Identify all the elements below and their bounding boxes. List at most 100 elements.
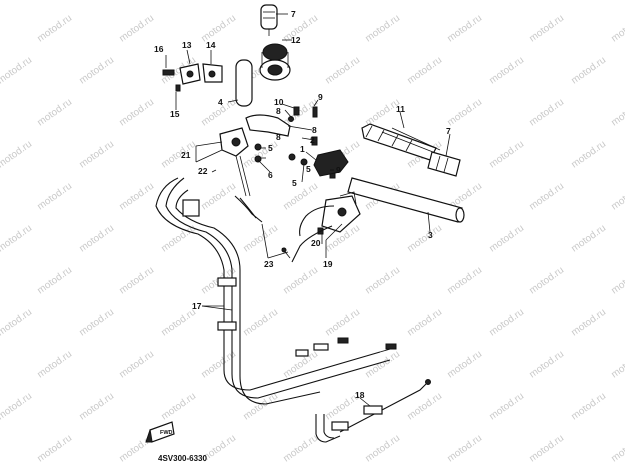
callout-4: 4 [218, 97, 223, 107]
watermark-text: motod.ru [569, 139, 608, 171]
callout-21: 21 [181, 150, 191, 160]
watermark-text: motod.ru [569, 223, 608, 255]
callout-5c: 5 [306, 164, 311, 174]
watermark-text: motod.ru [445, 433, 484, 465]
watermark-text: motod.ru [569, 391, 608, 423]
watermark-text: motod.ru [35, 433, 74, 465]
watermark-text: motod.ru [35, 97, 74, 129]
callout-7a: 7 [291, 9, 296, 19]
callout-18: 18 [355, 390, 365, 400]
watermark-text: motod.ru [35, 265, 74, 297]
watermark-text: motod.ru [609, 13, 625, 45]
watermark-text: motod.ru [527, 349, 566, 381]
callout-3: 3 [428, 230, 433, 240]
callout-14: 14 [206, 40, 216, 50]
watermark-text: motod.ru [363, 265, 402, 297]
watermark-text: motod.ru [445, 97, 484, 129]
callout-5a: 5 [268, 143, 273, 153]
clutch-cable [315, 379, 431, 443]
watermark-text: motod.ru [487, 139, 526, 171]
watermark-text: motod.ru [0, 55, 34, 87]
wiring [234, 195, 335, 263]
leader-lines [165, 13, 451, 407]
callout-2: 2 [310, 135, 315, 145]
watermark-text: motod.ru [487, 307, 526, 339]
watermark-text: motod.ru [363, 349, 402, 381]
callout-9b: 9 [336, 165, 341, 175]
callout-labels: 7 12 16 13 14 15 4 10 8 9 8 11 7 5 1 2 9… [154, 9, 451, 400]
master-cylinder-bracket [219, 127, 251, 197]
watermark-text: motod.ru [159, 0, 198, 2]
watermark-text: motod.ru [323, 55, 362, 87]
watermark-text: motod.ru [527, 97, 566, 129]
watermark-text: motod.ru [609, 433, 625, 465]
watermark-text: motod.ru [241, 223, 280, 255]
watermark-text: motod.ru [569, 55, 608, 87]
watermark-text: motod.ru [527, 433, 566, 465]
watermark-text: motod.ru [609, 97, 625, 129]
watermark-text: motod.ru [487, 55, 526, 87]
callout-13: 13 [182, 40, 192, 50]
callout-1: 1 [300, 144, 305, 154]
watermark-text: motod.ru [405, 391, 444, 423]
callout-8b: 8 [312, 125, 317, 135]
grip-end-top [260, 4, 278, 36]
watermark-text: motod.ru [527, 13, 566, 45]
callout-16: 16 [154, 44, 164, 54]
forward-arrow-icon: FWD [145, 421, 175, 443]
watermark-text: motod.ru [323, 0, 362, 2]
throttle-housing [313, 149, 349, 177]
grip [361, 123, 441, 161]
watermark-text: motod.ru [487, 391, 526, 423]
watermark-text: motod.ru [35, 349, 74, 381]
watermark-text: motod.ru [77, 55, 116, 87]
watermark-text: motod.ru [445, 349, 484, 381]
small-bolts [254, 143, 308, 166]
callout-15: 15 [170, 109, 180, 119]
callout-19: 19 [323, 259, 333, 269]
watermark-text: motod.ru [159, 391, 198, 423]
watermark-text: motod.ru [35, 181, 74, 213]
handlebar-clamp [245, 106, 336, 179]
watermark-text: motod.ru [117, 97, 156, 129]
grip-end-right [427, 151, 461, 177]
watermark-text: motod.ru [77, 307, 116, 339]
watermark-text: motod.ru [0, 307, 34, 339]
watermark-text: motod.ru [0, 139, 34, 171]
callout-9a: 9 [318, 92, 323, 102]
callout-12: 12 [291, 35, 301, 45]
callout-7b: 7 [446, 126, 451, 136]
watermark-text: motod.ru [117, 181, 156, 213]
watermark-text: motod.ru [445, 13, 484, 45]
watermark-text: motod.ru [117, 13, 156, 45]
watermark-text: motod.ru [77, 391, 116, 423]
watermark-text: motod.ru [487, 223, 526, 255]
callout-10: 10 [274, 97, 284, 107]
callout-5b: 5 [292, 178, 297, 188]
watermark-text: motod.ru [487, 0, 526, 2]
watermark-text: motod.ru [241, 391, 280, 423]
callout-11: 11 [396, 104, 405, 114]
watermark-text: motod.ru [609, 349, 625, 381]
callout-6: 6 [268, 170, 273, 180]
watermark-text: motod.ru [0, 223, 34, 255]
watermark-text: motod.ru [117, 349, 156, 381]
watermark-text: motod.ru [281, 265, 320, 297]
watermark-text: motod.ru [0, 0, 34, 2]
watermark-text: motod.ru [0, 391, 34, 423]
watermark-text: motod.ru [159, 139, 198, 171]
watermark-text: motod.ru [323, 307, 362, 339]
callout-8a: 8 [276, 106, 281, 116]
watermark-text: motod.ru [241, 0, 280, 2]
watermark-text: motod.ru [77, 139, 116, 171]
watermark-text: motod.ru [363, 13, 402, 45]
watermark-text: motod.ru [77, 223, 116, 255]
callout-22: 22 [198, 166, 208, 176]
callout-20: 20 [311, 238, 321, 248]
fwd-label: FWD [160, 430, 173, 436]
callout-8c: 8 [276, 132, 281, 142]
watermark-text: motod.ru [569, 0, 608, 2]
